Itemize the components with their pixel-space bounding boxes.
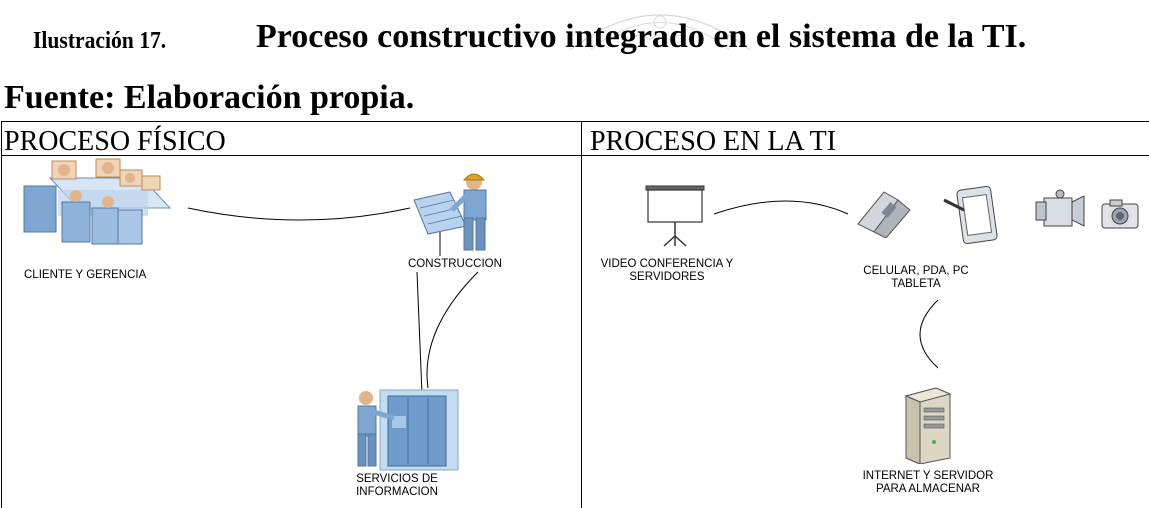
video-conference-label-line1: VIDEO CONFERENCIA Y (600, 258, 734, 270)
camcorder-icon (1035, 189, 1085, 227)
meeting-table-icon (23, 158, 172, 245)
construction-worker-icon (413, 173, 487, 256)
internet-server-label: INTERNET Y SERVIDOR PARA ALMACENAR (860, 470, 996, 496)
header-physical-process: PROCESO FÍSICO (4, 126, 226, 157)
table-left-border (1, 121, 2, 508)
client-management-label: CLIENTE Y GERENCIA (24, 269, 147, 281)
video-conference-label: VIDEO CONFERENCIA Y SERVIDORES (596, 258, 738, 284)
camera-icon (1101, 199, 1139, 229)
info-services-label-line2: INFORMACION (356, 486, 438, 498)
pda-icon (943, 185, 998, 245)
process-table (1, 121, 1149, 508)
figure-number: Ilustración 17. (33, 28, 167, 54)
internet-server-label-line1: INTERNET Y SERVIDOR (862, 470, 994, 482)
flip-phone-icon (857, 191, 911, 238)
devices-label: CELULAR, PDA, PC TABLETA (858, 265, 974, 291)
figure-caption: Ilustración 17. Proceso constructivo int… (0, 18, 1149, 68)
header-it-process: PROCESO EN LA TI (590, 126, 837, 157)
column-divider (581, 121, 582, 508)
seal-watermark-icon (569, 14, 751, 50)
projection-screen-icon (645, 185, 705, 247)
table-top-border (1, 121, 1149, 122)
internet-server-label-line2: PARA ALMACENAR (876, 483, 980, 495)
info-services-label-line1: SERVICIOS DE (356, 473, 438, 485)
devices-label-line1: CELULAR, PDA, PC (863, 265, 969, 277)
information-services-icon (357, 389, 459, 471)
video-conference-label-line2: SERVIDORES (629, 271, 705, 283)
server-tower-icon (904, 387, 952, 464)
figure-title: Proceso constructivo integrado en el sis… (256, 18, 1027, 55)
info-services-label: SERVICIOS DE INFORMACION (355, 473, 439, 499)
construction-label: CONSTRUCCION (408, 258, 502, 270)
devices-label-line2: TABLETA (891, 278, 941, 290)
header-divider (1, 155, 1149, 156)
figure-source: Fuente: Elaboración propia. (4, 79, 415, 116)
